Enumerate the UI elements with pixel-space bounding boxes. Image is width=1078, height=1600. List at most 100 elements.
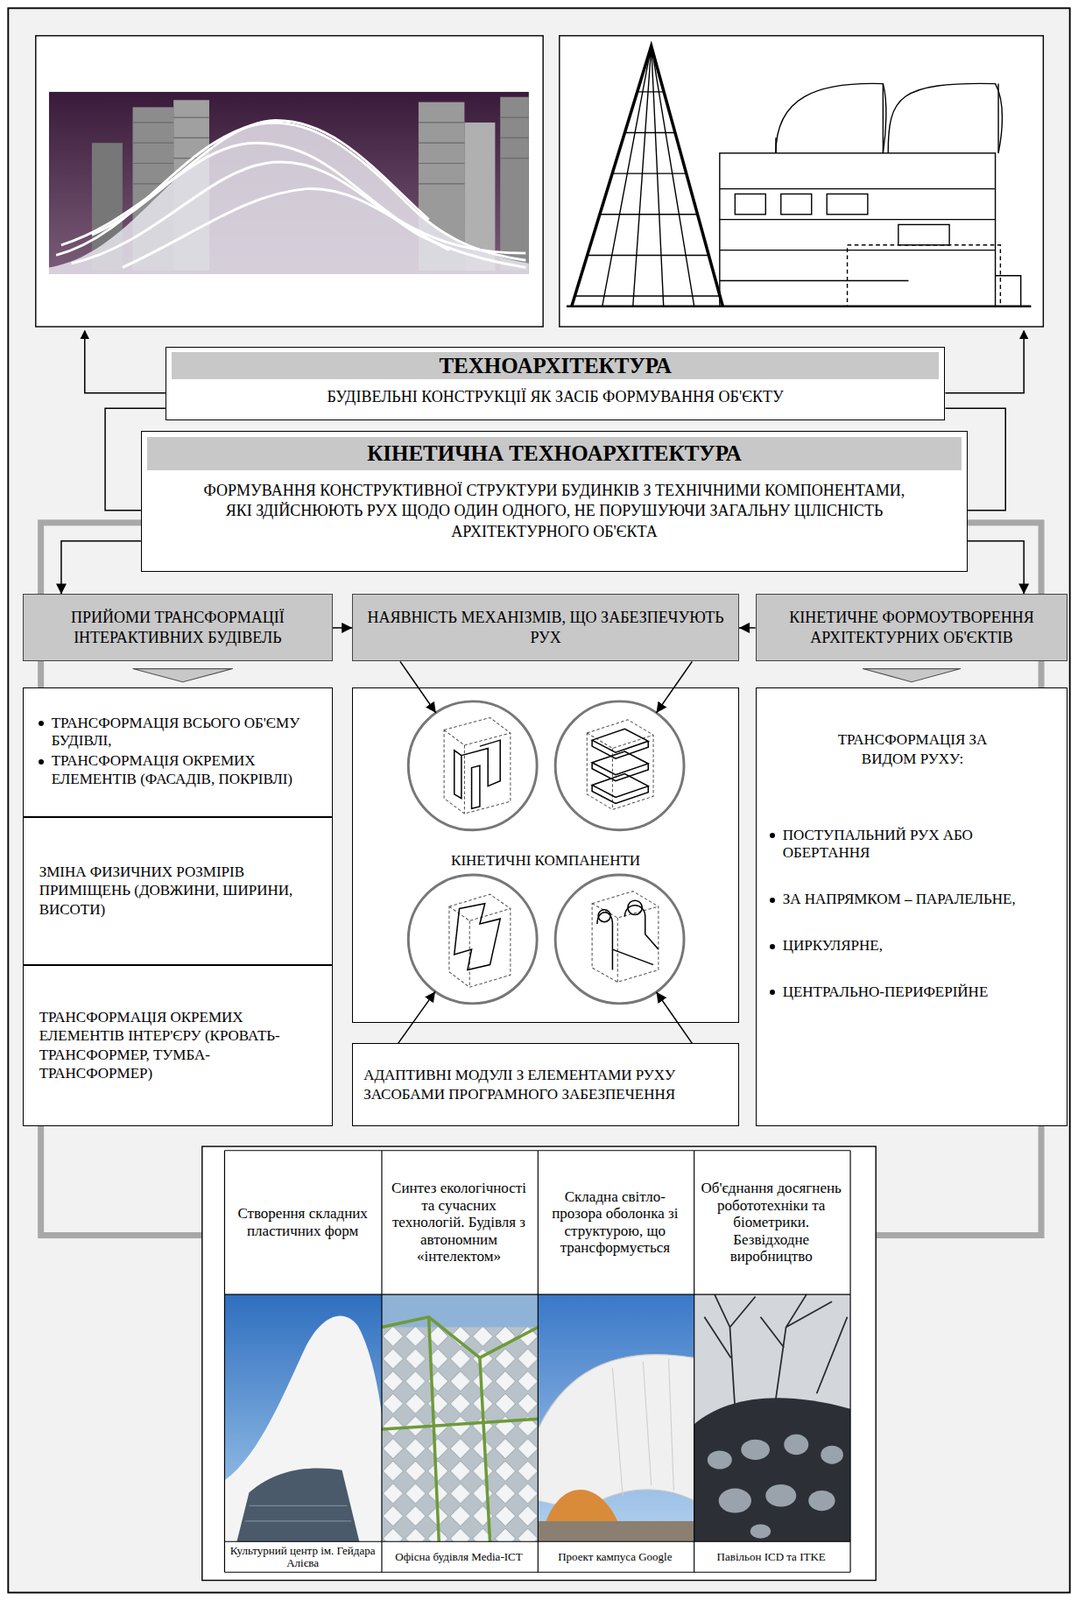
photo-table: [381, 1326, 538, 1542]
photo-table: [750, 1523, 771, 1538]
photo-caption: Офісна будівля Media-ICT: [380, 1541, 537, 1572]
text-box: АДАПТИВНІ МОДУЛІ З ЕЛЕМЕНТАМИ РУХУ ЗАСОБ…: [352, 1042, 740, 1126]
background-layer: [7, 7, 1070, 1593]
section-sketch: [602, 45, 695, 306]
box-text: БУДІВЕЛЬНІ КОНСТРУКЦІЇ ЯК ЗАСІБ ФОРМУВАН…: [166, 387, 945, 407]
section-sketch: [719, 189, 996, 282]
box-text: ЦЕНТРАЛЬНО-ПЕРИФЕРІЙНЕ: [768, 983, 1057, 1002]
section-sketch: [995, 275, 1022, 307]
photo-table: [694, 1294, 851, 1542]
photo-table: [718, 1488, 752, 1514]
photo-table: [537, 1521, 694, 1542]
heading-box: ТЕХНОАРХІТЕКТУРА БУДІВЕЛЬНІ КОНСТРУКЦІЇ Я…: [165, 346, 946, 421]
photo-table: [820, 1445, 844, 1465]
photo-table: [740, 1439, 770, 1460]
photo-table: [707, 1434, 844, 1539]
photo-table: [707, 1450, 733, 1469]
components-ground: [352, 687, 740, 1024]
box-text: ФОРМУВАННЯ КОНСТРУКТИВНОЇ СТРУКТУРИ БУДИ…: [141, 480, 967, 543]
kinetic-component-icon: [408, 701, 537, 831]
table-header-text: Об'єднання досягнень робототехніки та бі…: [693, 1150, 850, 1295]
render-illustration: [35, 35, 543, 327]
kinetic-component-icon: [454, 903, 501, 971]
render-illustration: [71, 162, 527, 268]
photo-table: [765, 1484, 797, 1508]
kinetic-component-icon: [408, 874, 537, 1004]
section-sketch: [571, 45, 724, 306]
photo-caption: Культурний центр ім. Гейдара Алієва: [224, 1541, 381, 1572]
photo-table: [236, 1468, 360, 1543]
kinetic-component-icon: [454, 728, 659, 970]
photo-table: [537, 1294, 694, 1542]
photo-table: [224, 1294, 382, 1542]
kinetic-component-icon: [591, 891, 659, 983]
connector-arrow: [398, 991, 436, 1043]
box-text: ЦИРКУЛЯРНЕ,: [768, 937, 1057, 956]
photo-table: [202, 1146, 876, 1580]
pointer-triangle: [133, 669, 961, 683]
box-text: КІНЕТИЧНІ КОМПАНЕНТИ: [352, 850, 739, 872]
photo-table: [381, 1294, 538, 1542]
photo-table: [546, 1489, 619, 1522]
section-sketch: [719, 153, 996, 307]
section-sketch: [847, 245, 1001, 307]
connector-arrow: [332, 627, 353, 629]
section-sketch: [559, 35, 1044, 327]
category-box: НАЯВНІСТЬ МЕХАНІЗМІВ, ЩО ЗАБЕЗПЕЧУЮТЬ РУ…: [352, 593, 740, 662]
connector-arrow: [739, 627, 756, 629]
list-box: ТРАНСФОРМАЦІЯ ЗА ВИДОМ РУХУ: ПОСТУПАЛЬНИЙ…: [755, 687, 1069, 1127]
box-text: ТРАНСФОРМАЦІЯ ОКРЕМИХ ЕЛЕМЕНТІВ ІНТЕР'ЄР…: [39, 1007, 324, 1083]
photo-table: [224, 1150, 851, 1572]
category-box: КІНЕТИЧНЕ ФОРМОУТВОРЕННЯ АРХІТЕКТУРНИХ О…: [755, 593, 1069, 662]
kinetic-component-icon: [591, 751, 649, 782]
photo-table: [612, 1359, 674, 1496]
box-text: АДАПТИВНІ МОДУЛІ З ЕЛЕМЕНТАМИ РУХУ ЗАСОБ…: [363, 1065, 728, 1104]
connector-arrow: [656, 992, 693, 1044]
list-box: ТРАНСФОРМАЦІЯ ВСЬОГО ОБ'ЄМУ БУДІВЛІ,ТРАН…: [22, 687, 333, 818]
box-text: ПОСТУПАЛЬНИЙ РУХ АБО ОБЕРТАННЯ: [768, 826, 1057, 863]
box-text: ТРАНСФОРМАЦІЯ ОКРЕМИХ ЕЛЕМЕНТІВ (ФАСАДІВ…: [37, 752, 325, 789]
kinetic-component-icon: [586, 719, 654, 811]
photo-table: [381, 1317, 538, 1542]
text-box: ТРАНСФОРМАЦІЯ ОКРЕМИХ ЕЛЕМЕНТІВ ІНТЕР'ЄР…: [22, 965, 333, 1127]
kinetic-component-icon: [449, 894, 511, 987]
text-box: ЗМІНА ФИЗИЧНИХ РОЗМІРІВ ПРИМІЩЕНЬ (ДОВЖИ…: [22, 817, 333, 966]
photo-caption: Павільон ICD та ITKE: [693, 1541, 850, 1572]
kinetic-component-icon: [591, 774, 649, 804]
table-header-text: Синтез екологічності та сучасних техноло…: [380, 1150, 537, 1295]
table-header-text: Створення складних пластичних форм: [224, 1150, 381, 1295]
category-box: ПРИЙОМИ ТРАНСФОРМАЦІЇ ІНТЕРАКТИВНИХ БУДІ…: [22, 593, 333, 662]
kinetic-component-icon: [555, 701, 684, 831]
box-text: ТРАНСФОРМАЦІЯ ЗА ВИДОМ РУХУ:: [768, 730, 1057, 769]
kinetic-component-icon: [454, 739, 501, 809]
photo-table: [808, 1490, 835, 1511]
render-illustration: [61, 142, 526, 254]
photo-table: [694, 1397, 851, 1542]
section-sketch: [775, 83, 887, 153]
render-illustration: [56, 120, 526, 268]
box-text: ЗА НАПРЯМКОМ – ПАРАЛЕЛЬНЕ,: [768, 890, 1057, 909]
section-sketch: [826, 193, 868, 214]
photo-table: [783, 1434, 809, 1455]
photo-table: [704, 1294, 847, 1410]
kinetic-component-icon: [627, 900, 642, 915]
section-sketch: [898, 224, 950, 245]
table-header-text: Складна світло-прозора оболонка зі струк…: [536, 1150, 693, 1295]
box-text: ТЕХНОАРХІТЕКТУРА: [171, 352, 940, 380]
section-sketch: [887, 83, 1002, 153]
box-text: ТРАНСФОРМАЦІЯ ВСЬОГО ОБ'ЄМУ БУДІВЛІ,: [37, 714, 325, 751]
section-sketch: [775, 84, 999, 154]
kinetic-component-icon: [555, 874, 684, 1004]
render-illustration: [500, 97, 529, 271]
section-sketch: [559, 35, 1044, 327]
kinetic-component-icon: [443, 718, 511, 815]
kinetic-component-icon: [598, 909, 611, 923]
box-text: КІНЕТИЧНА ТЕХНОАРХІТЕКТУРА: [147, 436, 962, 471]
section-sketch: [734, 193, 766, 214]
render-illustration: [91, 120, 430, 236]
section-sketch: [566, 45, 1031, 306]
section-sketch: [574, 91, 720, 296]
photo-table: [202, 1146, 876, 1580]
